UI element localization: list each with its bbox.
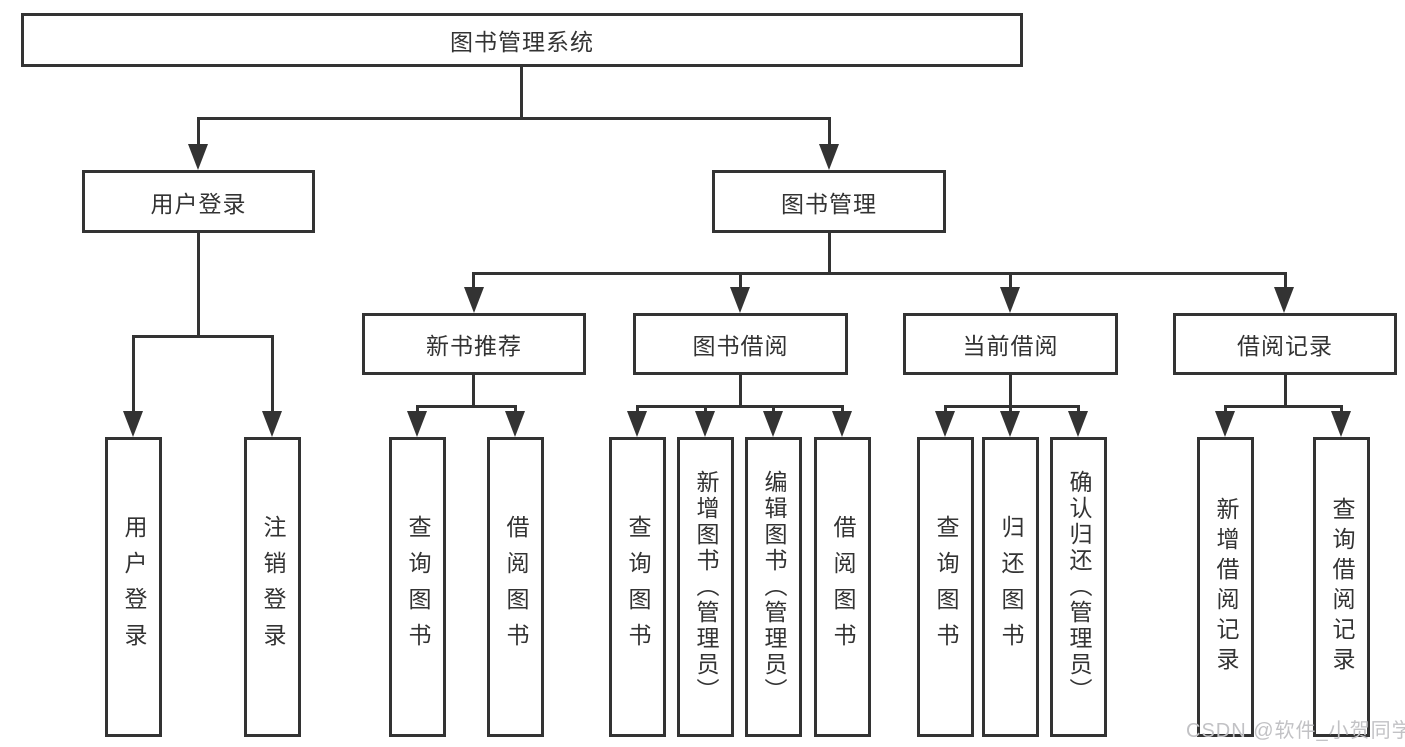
- leaf-bb-add-books: 新增图书（管理员）: [677, 437, 734, 737]
- arrowhead-nb-borrow-icon: [505, 411, 525, 437]
- leaf-bb-add-books-label: 新增图书（管理员）: [693, 470, 719, 704]
- arrowhead-cb-confirm-icon: [1068, 411, 1088, 437]
- connector-book-borrow-bar: [636, 405, 844, 408]
- arrowhead-current-borrow-icon: [1000, 287, 1020, 313]
- connector-shaft-br-query: [1340, 405, 1343, 415]
- arrowhead-user-login-icon: [188, 144, 208, 170]
- leaf-logout: 注销登录: [244, 437, 301, 737]
- leaf-nb-borrow-books: 借阅图书: [487, 437, 544, 737]
- leaf-cb-confirm-return: 确认归还（管理员）: [1050, 437, 1107, 737]
- arrowhead-cb-return-icon: [1000, 411, 1020, 437]
- connector-shaft-nb-borrow: [514, 405, 517, 415]
- connector-shaft-user-login: [197, 117, 200, 147]
- leaf-bb-query-books-label: 查询图书: [625, 515, 651, 659]
- leaf-cb-confirm-return-label: 确认归还（管理员）: [1066, 470, 1092, 704]
- node-user-login: 用户登录: [82, 170, 315, 233]
- leaf-user-login-label: 用户登录: [121, 515, 147, 659]
- leaf-cb-return-books-label: 归还图书: [998, 515, 1024, 659]
- leaf-bb-query-books: 查询图书: [609, 437, 666, 737]
- arrowhead-nb-query-icon: [407, 411, 427, 437]
- node-library-system: 图书管理系统: [21, 13, 1023, 67]
- arrowhead-borrow-record-icon: [1274, 287, 1294, 313]
- connector-new-book-stub: [472, 373, 475, 408]
- leaf-br-query-record-label: 查询借阅记录: [1329, 497, 1355, 677]
- node-book-borrowing: 图书借阅: [633, 313, 848, 375]
- connector-borrow-record-stub: [1284, 373, 1287, 408]
- connector-shaft-cb-confirm: [1077, 405, 1080, 415]
- connector-shaft-br-add: [1224, 405, 1227, 415]
- arrowhead-bb-query-icon: [627, 411, 647, 437]
- node-borrow-records: 借阅记录: [1173, 313, 1397, 375]
- leaf-bb-edit-books-label: 编辑图书（管理员）: [761, 470, 787, 704]
- leaf-nb-query-books: 查询图书: [389, 437, 446, 737]
- leaf-cb-query-books: 查询图书: [917, 437, 974, 737]
- arrowhead-ul-logout-icon: [262, 411, 282, 437]
- connector-shaft-nb-query: [416, 405, 419, 415]
- connector-shaft-ul-login: [132, 335, 135, 415]
- connector-shaft-book-borrow: [739, 272, 742, 290]
- connector-user-login-bar: [132, 335, 274, 338]
- connector-shaft-bb-borrow: [841, 405, 844, 415]
- node-book-management: 图书管理: [712, 170, 946, 233]
- leaf-br-add-record-label: 新增借阅记录: [1213, 497, 1239, 677]
- arrowhead-cb-query-icon: [935, 411, 955, 437]
- arrowhead-br-add-icon: [1215, 411, 1235, 437]
- connector-user-login-stub: [197, 231, 200, 337]
- leaf-bb-edit-books: 编辑图书（管理员）: [745, 437, 802, 737]
- arrowhead-br-query-icon: [1331, 411, 1351, 437]
- connector-root-stub: [520, 65, 523, 119]
- connector-root-bar: [197, 117, 831, 120]
- leaf-user-login: 用户登录: [105, 437, 162, 737]
- connector-book-mgmt-stub: [828, 231, 831, 274]
- connector-shaft-new-book: [472, 272, 475, 290]
- node-new-book-recommend: 新书推荐: [362, 313, 586, 375]
- leaf-bb-borrow-books-label: 借阅图书: [830, 515, 856, 659]
- connector-shaft-bb-edit: [772, 405, 775, 415]
- node-current-borrowing: 当前借阅: [903, 313, 1118, 375]
- leaf-cb-query-books-label: 查询图书: [933, 515, 959, 659]
- connector-current-borrow-stub: [1009, 373, 1012, 408]
- connector-book-borrow-stub: [739, 373, 742, 408]
- connector-shaft-cb-return: [1009, 405, 1012, 415]
- leaf-br-add-record: 新增借阅记录: [1197, 437, 1254, 737]
- leaf-logout-label: 注销登录: [260, 515, 286, 659]
- arrowhead-bb-add-icon: [695, 411, 715, 437]
- arrowhead-ul-login-icon: [123, 411, 143, 437]
- leaf-br-query-record: 查询借阅记录: [1313, 437, 1370, 737]
- connector-shaft-cb-query: [944, 405, 947, 415]
- arrowhead-bb-edit-icon: [763, 411, 783, 437]
- connector-book-mgmt-bar: [472, 272, 1287, 275]
- arrowhead-book-borrow-icon: [730, 287, 750, 313]
- leaf-nb-query-books-label: 查询图书: [405, 515, 431, 659]
- connector-shaft-bb-query: [636, 405, 639, 415]
- connector-shaft-borrow-record: [1284, 272, 1287, 290]
- connector-shaft-ul-logout: [271, 335, 274, 415]
- leaf-bb-borrow-books: 借阅图书: [814, 437, 871, 737]
- connector-shaft-bb-add: [704, 405, 707, 415]
- arrowhead-bb-borrow-icon: [832, 411, 852, 437]
- leaf-cb-return-books: 归还图书: [982, 437, 1039, 737]
- arrowhead-book-mgmt-icon: [819, 144, 839, 170]
- connector-shaft-book-mgmt: [828, 117, 831, 147]
- csdn-watermark: CSDN @软件_小贺同学: [1186, 720, 1405, 742]
- arrowhead-new-book-icon: [464, 287, 484, 313]
- leaf-nb-borrow-books-label: 借阅图书: [503, 515, 529, 659]
- connector-shaft-current-borrow: [1009, 272, 1012, 290]
- connector-new-book-bar: [416, 405, 517, 408]
- connector-borrow-record-bar: [1224, 405, 1343, 408]
- connector-current-borrow-bar: [944, 405, 1080, 408]
